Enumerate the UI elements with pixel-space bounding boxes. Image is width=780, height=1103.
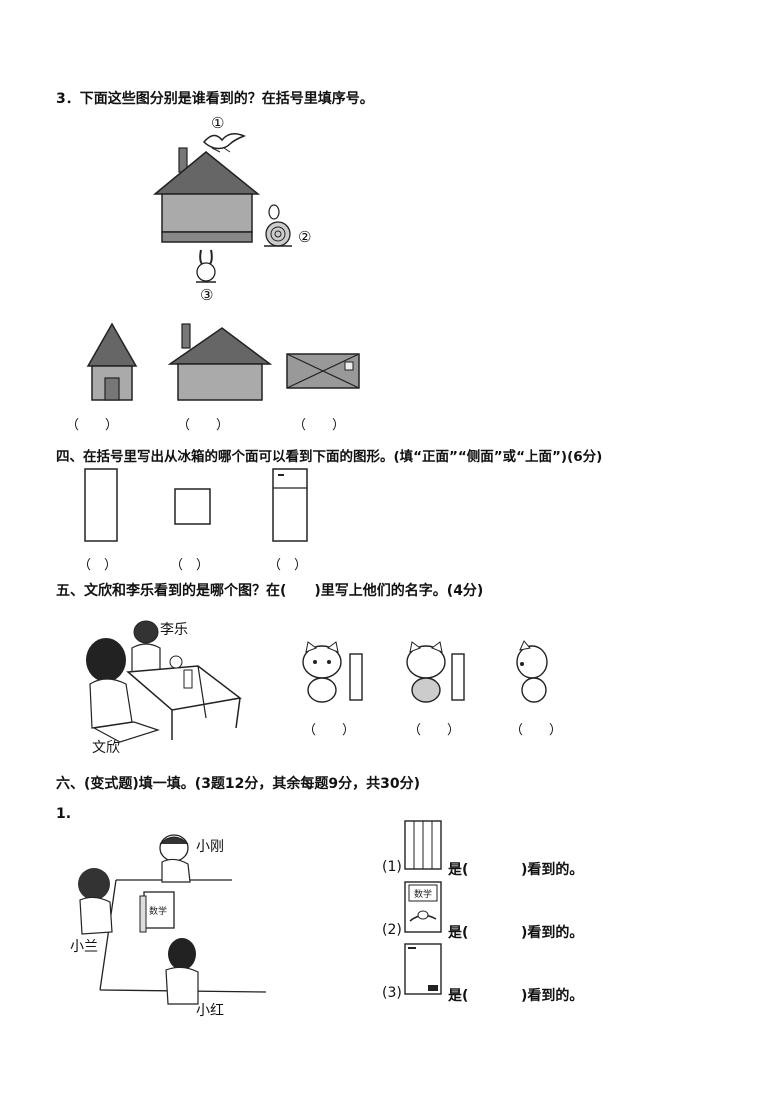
book-table-scene: 数学 [78,834,267,1005]
kitty-front-view [302,641,363,703]
house-top-view [286,353,360,389]
section5-title: 五、文欣和李乐看到的是哪个图？在( )里写上他们的名字。(4分) [56,583,484,599]
answer-blank[interactable]: （ ） [78,558,118,573]
table-scene [86,620,242,743]
answer-blank[interactable]: （ ） [177,418,230,433]
book-spine-view [404,820,442,870]
answer-blank[interactable]: （ ） [170,558,210,573]
marker-2: ② [298,228,312,246]
answer-text-a: 是( [448,862,469,878]
marker-1: ① [211,114,225,132]
kitty-back-view [406,641,465,703]
section3-title: 3．下面这些图分别是谁看到的？在括号里填序号。 [56,91,374,107]
fridge-top-face [174,488,211,525]
answer-text-b: )看到的。 [521,862,584,878]
section6-title: 六、(变式题)填一填。(3题12分，其余每题9分，共30分) [56,776,421,792]
answer-blank[interactable]: （ ） [268,558,308,573]
answer-number: (3) [382,985,402,1001]
name-label-xiaolan: 小兰 [70,939,98,955]
marker-3: ③ [200,286,214,304]
house-front-view [167,323,273,401]
rabbit-icon [196,249,216,283]
answer-blank[interactable]: （ ） [408,723,461,738]
answer-blank[interactable]: （ ） [293,418,346,433]
name-label-xiaogang: 小刚 [196,839,224,855]
name-label-lile: 李乐 [160,622,188,638]
book-cover-view: 数学 [404,881,442,933]
item-number: 1. [56,806,72,822]
snail-icon [264,204,292,247]
answer-blank[interactable]: （ ） [66,418,119,433]
answer-blank[interactable]: （ ） [303,723,356,738]
answer-number: (2) [382,922,402,938]
answer-text-a: 是( [448,925,469,941]
book-title: 数学 [149,905,167,917]
house-scene [152,147,261,243]
answer-text-b: )看到的。 [521,988,584,1004]
kitty-side-view [516,640,548,703]
name-label-wenxin: 文欣 [92,740,120,756]
answer-blank[interactable]: （ ） [510,723,563,738]
name-label-xiaohong: 小红 [196,1003,224,1019]
house-side-view [86,322,138,401]
fridge-front-face [272,468,308,542]
answer-text-a: 是( [448,988,469,1004]
fridge-side-face [84,468,118,542]
section4-title: 四、在括号里写出从冰箱的哪个面可以看到下面的图形。(填“正面”“侧面”或“上面”… [56,449,603,465]
bird-icon [202,133,246,153]
book-back-view [404,943,442,995]
answer-text-b: )看到的。 [521,925,584,941]
book-cover-title: 数学 [414,888,432,900]
answer-number: (1) [382,859,402,875]
